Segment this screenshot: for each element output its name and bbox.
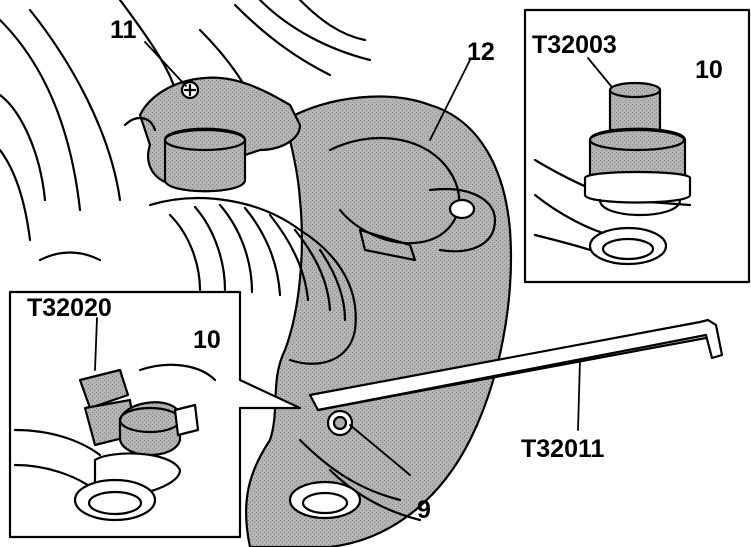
chassis-background <box>0 0 372 262</box>
label-part-9: 9 <box>417 496 431 524</box>
steering-knuckle <box>244 95 513 547</box>
label-part-12: 12 <box>467 38 495 66</box>
leader-lines <box>94 41 612 476</box>
label-tool-bar: T32011 <box>521 435 605 463</box>
label-part-11: 11 <box>110 16 137 44</box>
label-part-10-top-right: 10 <box>695 56 723 84</box>
inset-top-right <box>523 8 751 284</box>
label-tool-top-right: T32003 <box>532 31 617 59</box>
label-part-10-bottom-left: 10 <box>193 326 221 354</box>
tool-bar-t32011 <box>308 318 724 437</box>
drive-shaft-boot <box>148 197 357 365</box>
upper-bracket <box>123 76 302 193</box>
inset-bottom-left <box>8 290 302 539</box>
label-tool-bottom-left: T32020 <box>27 294 112 322</box>
